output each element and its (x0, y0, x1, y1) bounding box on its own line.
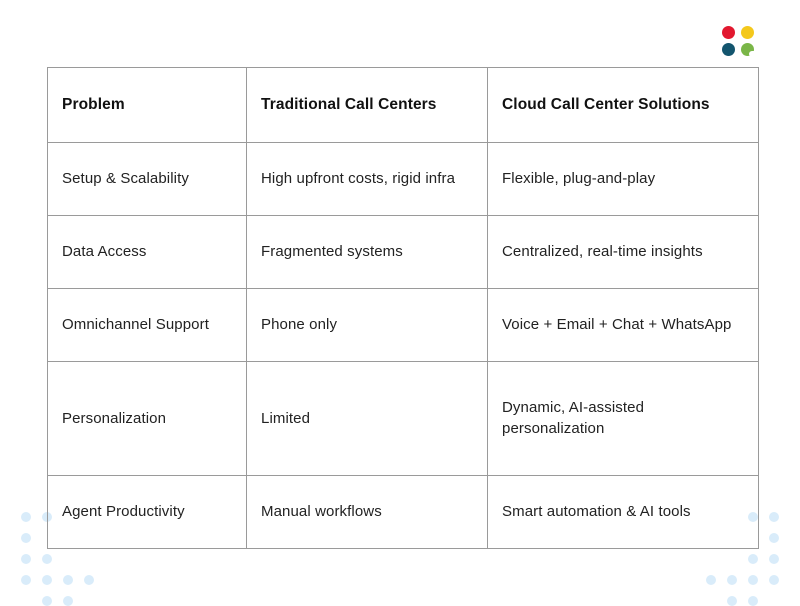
decorative-dot (727, 575, 737, 585)
decorative-dot (706, 575, 716, 585)
decorative-dot (21, 575, 31, 585)
table-header-row: Problem Traditional Call Centers Cloud C… (47, 67, 759, 143)
cell-problem: Omnichannel Support (47, 287, 247, 362)
decorative-dot (769, 512, 779, 522)
cell-traditional: Manual workflows (246, 474, 488, 550)
cell-traditional: High upfront costs, rigid infra (246, 141, 488, 216)
decorative-dot (748, 554, 758, 564)
cell-problem: Setup & Scalability (47, 141, 247, 216)
table-body: Problem Traditional Call Centers Cloud C… (47, 67, 759, 550)
table-row: Data Access Fragmented systems Centraliz… (47, 214, 759, 289)
cell-cloud: Centralized, real-time insights (487, 214, 759, 289)
decorative-dot (21, 512, 31, 522)
cell-cloud: Flexible, plug-and-play (487, 141, 759, 216)
decorative-dot (727, 596, 737, 606)
decorative-dot (21, 554, 31, 564)
comparison-table: Problem Traditional Call Centers Cloud C… (47, 67, 759, 550)
table-row: Agent Productivity Manual workflows Smar… (47, 474, 759, 550)
decorative-dot (748, 575, 758, 585)
cell-cloud: Voice + Email + Chat + WhatsApp (487, 287, 759, 362)
logo-dot-teal-icon (722, 43, 735, 56)
column-header-traditional: Traditional Call Centers (246, 67, 488, 143)
decorative-dot (21, 533, 31, 543)
cell-problem: Data Access (47, 214, 247, 289)
decorative-dot (769, 533, 779, 543)
decorative-dot (84, 575, 94, 585)
cell-problem: Personalization (47, 360, 247, 476)
cell-problem: Agent Productivity (47, 474, 247, 550)
cell-traditional: Fragmented systems (246, 214, 488, 289)
table-row: Setup & Scalability High upfront costs, … (47, 141, 759, 216)
cell-traditional: Phone only (246, 287, 488, 362)
cell-cloud: Smart automation & AI tools (487, 474, 759, 550)
four-dot-logo (722, 26, 758, 58)
table-row: Personalization Limited Dynamic, AI-assi… (47, 360, 759, 476)
decorative-dot (769, 575, 779, 585)
decorative-dot (63, 575, 73, 585)
logo-dot-red-icon (722, 26, 735, 39)
column-header-problem: Problem (47, 67, 247, 143)
decorative-dot (42, 596, 52, 606)
logo-dot-yellow-icon (741, 26, 754, 39)
table-row: Omnichannel Support Phone only Voice + E… (47, 287, 759, 362)
cell-cloud: Dynamic, AI-assisted personalization (487, 360, 759, 476)
decorative-dot (63, 596, 73, 606)
comparison-table-container: Problem Traditional Call Centers Cloud C… (47, 67, 759, 550)
decorative-dot (748, 596, 758, 606)
cell-traditional: Limited (246, 360, 488, 476)
column-header-cloud: Cloud Call Center Solutions (487, 67, 759, 143)
logo-dot-green-icon (741, 43, 755, 57)
decorative-dot (769, 554, 779, 564)
decorative-dot (42, 554, 52, 564)
decorative-dot (42, 575, 52, 585)
